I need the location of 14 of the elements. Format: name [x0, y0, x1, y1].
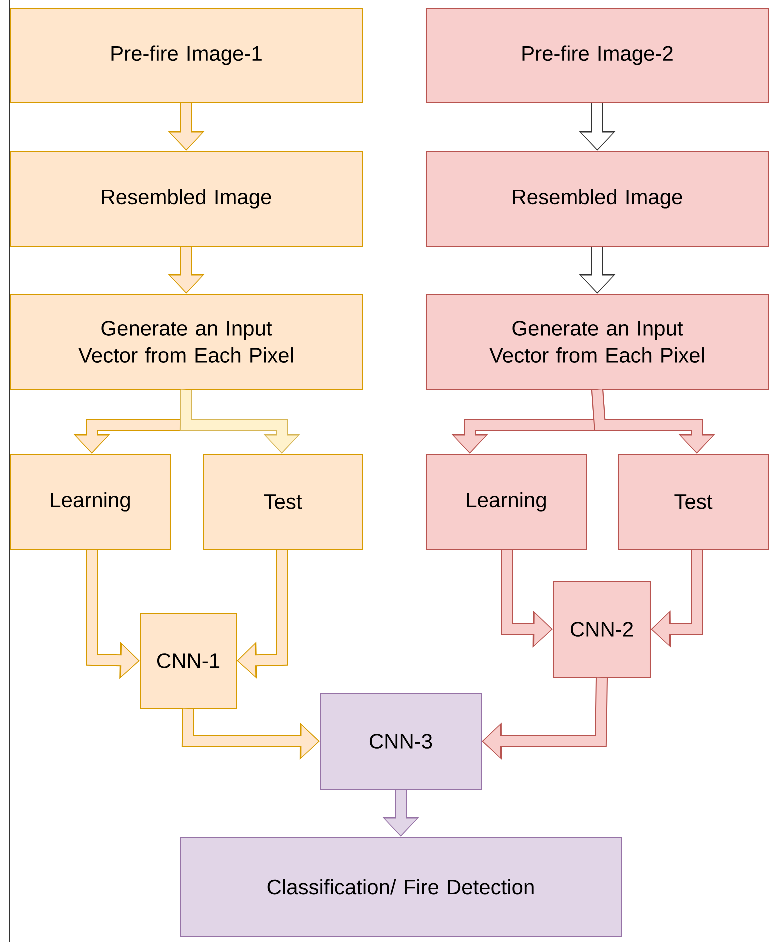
process-box: Generate an Input Vector from Each Pixel: [426, 294, 769, 390]
process-box: Pre-fire Image-1: [10, 8, 363, 103]
process-box: CNN-3: [320, 693, 482, 790]
process-box: Pre-fire Image-2: [426, 8, 769, 103]
process-box: CNN-1: [140, 613, 237, 709]
process-box: Test: [618, 454, 769, 550]
process-box: Learning: [10, 454, 171, 550]
process-box: Test: [203, 454, 363, 550]
process-box: Resembled Image: [426, 151, 769, 247]
process-box: Resembled Image: [10, 151, 363, 247]
process-box: Classification/ Fire Detection: [180, 837, 622, 937]
process-box: Generate an Input Vector from Each Pixel: [10, 294, 363, 390]
process-box: Learning: [426, 454, 587, 550]
process-box: CNN-2: [553, 581, 651, 678]
